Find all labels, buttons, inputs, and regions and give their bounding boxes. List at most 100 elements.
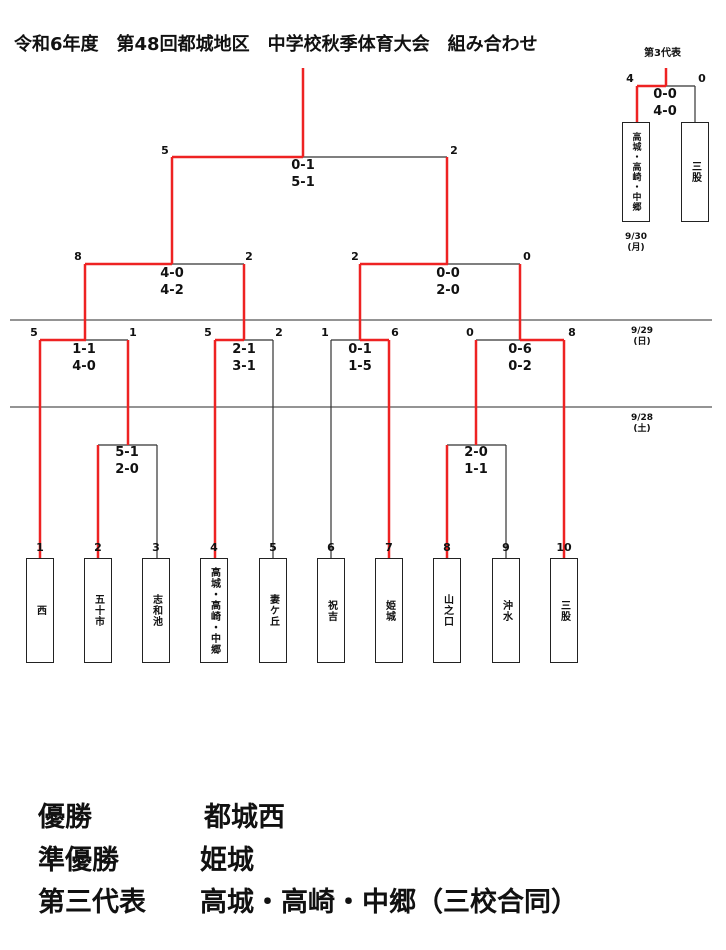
match-point: 0 [698, 72, 706, 85]
score-line: 5-1 [291, 175, 315, 190]
score-line: 4-0 [160, 266, 184, 281]
team-name: 祝吉 [325, 599, 337, 622]
match-score-r1-b: 2-0 1-1 [464, 444, 488, 478]
score-line: 0-0 [436, 266, 460, 281]
team-name: 志和池 [150, 594, 162, 627]
team-box: 祝吉 [317, 558, 345, 663]
match-point: 1 [129, 326, 137, 339]
team-box: 山之口 [433, 558, 461, 663]
team-box: 妻ケ丘 [259, 558, 287, 663]
team-name: 山之口 [441, 594, 453, 627]
match-score-r1-a: 5-1 2-0 [115, 444, 139, 478]
date-sep30-weekday: (月) [627, 243, 645, 253]
match-score-qf-c: 0-1 1-5 [348, 341, 372, 375]
score-line: 0-2 [508, 359, 532, 374]
match-point: 2 [351, 250, 359, 263]
score-line: 0-1 [291, 158, 315, 173]
score-line: 1-1 [464, 462, 488, 477]
match-point: 1 [321, 326, 329, 339]
match-point: 8 [74, 250, 82, 263]
match-score-qf-b: 2-1 3-1 [232, 341, 256, 375]
team-name: 三股 [689, 161, 701, 183]
score-line: 0-6 [508, 342, 532, 357]
date-sep28-day: 9/28 [630, 413, 654, 423]
match-point: 4 [626, 72, 634, 85]
team-seed: 10 [556, 541, 572, 554]
team-seed: 3 [152, 541, 160, 554]
match-score-qf-d: 0-6 0-2 [508, 341, 532, 375]
team-seed: 7 [385, 541, 393, 554]
match-point: 5 [161, 144, 169, 157]
date-label-sep28: 9/28 (土) [624, 413, 660, 435]
score-line: 0-0 [653, 87, 677, 102]
match-point: 0 [466, 326, 474, 339]
page-title: 令和6年度 第48回都城地区 中学校秋季体育大会 組み合わせ [14, 34, 538, 55]
team-name: 妻ケ丘 [267, 594, 279, 627]
result-winner-label: 優勝 [38, 802, 92, 833]
result-winner-value: 都城西 [204, 802, 285, 833]
date-sep29-weekday: (日) [633, 337, 651, 347]
date-label-sep30: 9/30 (月) [618, 232, 654, 254]
match-score-third: 0-0 4-0 [653, 86, 677, 120]
score-line: 5-1 [115, 445, 139, 460]
match-point: 6 [391, 326, 399, 339]
team-box: 姫城 [375, 558, 403, 663]
match-point: 0 [523, 250, 531, 263]
score-line: 1-5 [348, 359, 372, 374]
team-name: 沖水 [500, 599, 512, 622]
result-winner-row: 優勝 都城西 [38, 795, 285, 834]
team-box: 志和池 [142, 558, 170, 663]
match-point: 5 [30, 326, 38, 339]
score-line: 2-0 [464, 445, 488, 460]
score-line: 1-1 [72, 342, 96, 357]
date-sep29-day: 9/29 [630, 326, 654, 336]
score-line: 2-0 [115, 462, 139, 477]
team-name: 西 [34, 605, 46, 616]
team-seed: 1 [36, 541, 44, 554]
team-seed: 6 [327, 541, 335, 554]
result-third-value: 高城・高崎・中郷（三校合同） [200, 887, 578, 918]
match-point: 5 [204, 326, 212, 339]
date-sep30-day: 9/30 [624, 232, 648, 242]
result-third-label: 第三代表 [38, 887, 146, 918]
third-place-title: 第3代表 [644, 48, 681, 59]
score-line: 4-0 [72, 359, 96, 374]
match-point: 2 [245, 250, 253, 263]
score-line: 4-2 [160, 283, 184, 298]
team-box: 三股 [550, 558, 578, 663]
match-point: 8 [568, 326, 576, 339]
team-box: 五十市 [84, 558, 112, 663]
date-label-sep29: 9/29 (日) [624, 326, 660, 348]
score-line: 2-0 [436, 283, 460, 298]
team-seed: 8 [443, 541, 451, 554]
team-box: 三股 [681, 122, 709, 222]
score-line: 4-0 [653, 104, 677, 119]
result-runner-up-value: 姫城 [200, 845, 254, 876]
result-runner-up-row: 準優勝 姫城 [38, 838, 254, 877]
match-score-qf-a: 1-1 4-0 [72, 341, 96, 375]
match-score-sf-b: 0-0 2-0 [436, 265, 460, 299]
score-line: 0-1 [348, 342, 372, 357]
match-point: 2 [275, 326, 283, 339]
score-line: 3-1 [232, 359, 256, 374]
team-box: 高城・高崎・中郷 [200, 558, 228, 663]
team-box: 高城・高崎・中郷 [622, 122, 650, 222]
match-score-final: 0-1 5-1 [291, 157, 315, 191]
result-third-row: 第三代表 高城・高崎・中郷（三校合同） [38, 880, 578, 919]
match-score-sf-a: 4-0 4-2 [160, 265, 184, 299]
team-box: 沖水 [492, 558, 520, 663]
team-name: 高城・高崎・中郷 [630, 132, 641, 212]
result-runner-up-label: 準優勝 [38, 845, 119, 876]
team-seed: 2 [94, 541, 102, 554]
score-line: 2-1 [232, 342, 256, 357]
team-seed: 5 [269, 541, 277, 554]
team-seed: 9 [502, 541, 510, 554]
team-name: 高城・高崎・中郷 [208, 566, 220, 655]
team-name: 五十市 [92, 594, 104, 627]
team-box: 西 [26, 558, 54, 663]
team-name: 姫城 [383, 599, 395, 622]
match-point: 2 [450, 144, 458, 157]
team-seed: 4 [210, 541, 218, 554]
date-sep28-weekday: (土) [633, 424, 651, 434]
